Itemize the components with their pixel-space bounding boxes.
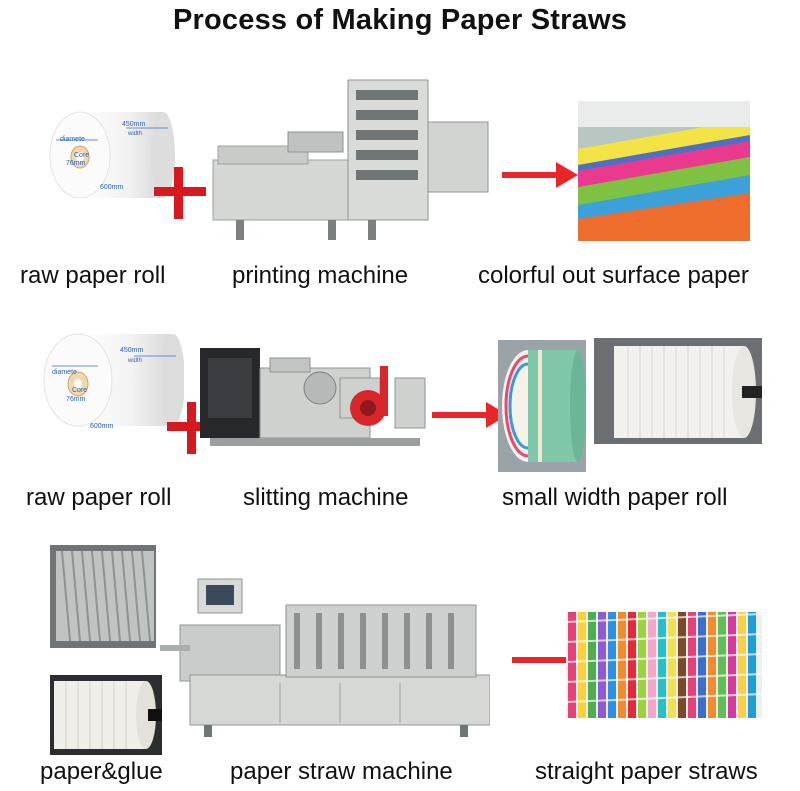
page-title: Process of Making Paper Straws	[172, 4, 628, 36]
paper-straws-image	[566, 612, 762, 718]
roll-dia-text: diamete	[52, 369, 77, 376]
striped-roll-image	[50, 545, 156, 648]
row2-label-1: raw paper roll	[26, 484, 172, 511]
row3-label-2: paper straw machine	[230, 758, 453, 785]
roll-core-text: Core	[74, 152, 90, 159]
printing-machine-image	[208, 72, 496, 242]
row2-label-2: slitting machine	[243, 484, 409, 511]
colorful-paper-image	[578, 101, 750, 241]
row2-label-3: small width paper roll	[502, 484, 728, 511]
row3-label-3: straight paper straws	[535, 758, 758, 785]
roll-width-text: 450mm	[122, 121, 146, 128]
small-width-paper-roll-image	[594, 338, 762, 444]
roll-dia-text: diamete	[60, 136, 85, 143]
striped-paper-roll-image	[498, 340, 586, 472]
roll-core-size-text: 76mm	[66, 160, 86, 167]
slitting-machine-image	[200, 338, 430, 458]
raw-paper-roll-image	[34, 320, 184, 440]
row3-label-1: paper&glue	[40, 758, 163, 785]
plus-icon	[163, 398, 223, 458]
row1-label-3: colorful out surface paper	[478, 262, 749, 289]
row1-label-2: printing machine	[232, 262, 409, 289]
arrow-icon	[500, 155, 580, 195]
arrow-icon	[430, 395, 510, 435]
roll-core-size-text: 76mm	[66, 396, 86, 403]
row1-label-1: raw paper roll	[20, 262, 166, 289]
roll-outer-text: 600mm	[100, 184, 124, 191]
paper-straw-machine-image	[160, 575, 490, 740]
roll-width-sub-text: width	[128, 358, 143, 364]
roll-outer-text: 600mm	[90, 423, 114, 430]
plus-icon	[150, 163, 210, 223]
roll-core-text: Core	[72, 387, 88, 394]
raw-paper-roll-image	[48, 100, 178, 210]
paper-glue-roll-image	[50, 675, 162, 755]
roll-width-text: 450mm	[120, 347, 144, 354]
roll-width-sub-text: width	[128, 131, 143, 137]
